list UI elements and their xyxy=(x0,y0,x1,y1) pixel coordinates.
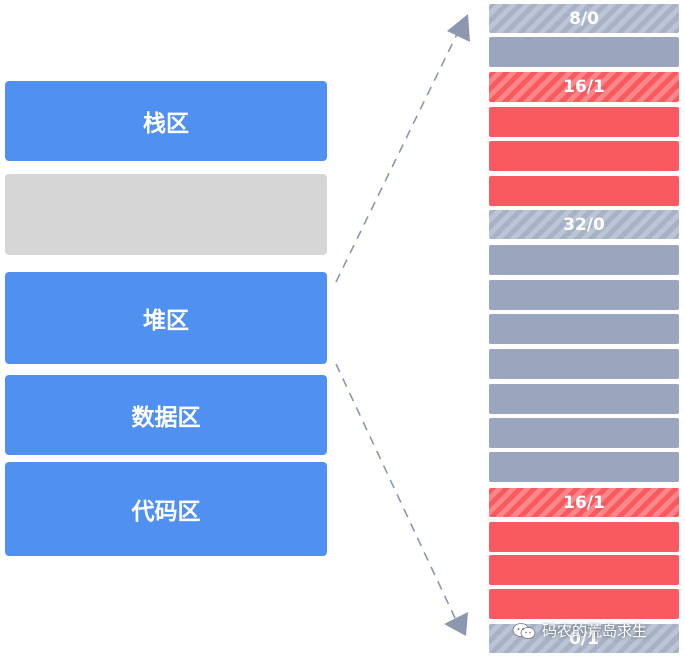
heap-block-free xyxy=(489,280,679,310)
heap-block-free xyxy=(489,37,679,67)
watermark: 码农的荒岛求生 xyxy=(512,620,647,641)
heap-block-used xyxy=(489,555,679,585)
heap-block-label: 16/1 xyxy=(563,492,605,513)
heap-block-header: 32/0 xyxy=(489,210,679,239)
heap-block-free xyxy=(489,418,679,448)
data-segment-label: 数据区 xyxy=(131,405,201,431)
heap-block-used xyxy=(489,107,679,137)
heap-block-used xyxy=(489,176,679,206)
heap-block-used xyxy=(489,522,679,552)
unused-gap-segment xyxy=(5,174,327,255)
heap-segment-label: 堆区 xyxy=(143,308,189,334)
heap-block-free xyxy=(489,384,679,414)
code-segment-label: 代码区 xyxy=(131,499,201,525)
lower-connector-line xyxy=(335,363,456,619)
upper-connector-line xyxy=(335,31,459,283)
data-segment: 数据区 xyxy=(5,375,327,455)
heap-block-free xyxy=(489,452,679,482)
heap-block-label: 0/1 xyxy=(569,628,599,649)
heap-segment: 堆区 xyxy=(5,272,327,364)
stack-segment-label: 栈区 xyxy=(143,111,189,137)
heap-block-used xyxy=(489,141,679,171)
lower-arrowhead xyxy=(444,612,468,636)
heap-block-used xyxy=(489,589,679,619)
heap-block-label: 8/0 xyxy=(569,8,599,29)
watermark-text: 码农的荒岛求生 xyxy=(542,622,648,640)
heap-block-label: 32/0 xyxy=(563,214,605,235)
heap-block-free xyxy=(489,349,679,379)
heap-block-header: 16/1 xyxy=(489,488,679,517)
heap-block-free xyxy=(489,314,679,344)
heap-block-free xyxy=(489,245,679,275)
heap-block-header: 8/0 xyxy=(489,4,679,33)
stack-segment: 栈区 xyxy=(5,81,327,161)
heap-block-label: 16/1 xyxy=(563,77,605,97)
upper-arrowhead xyxy=(447,14,470,42)
code-segment: 代码区 xyxy=(5,462,327,556)
wechat-icon xyxy=(512,622,536,639)
heap-block-header: 16/1 xyxy=(489,72,679,102)
